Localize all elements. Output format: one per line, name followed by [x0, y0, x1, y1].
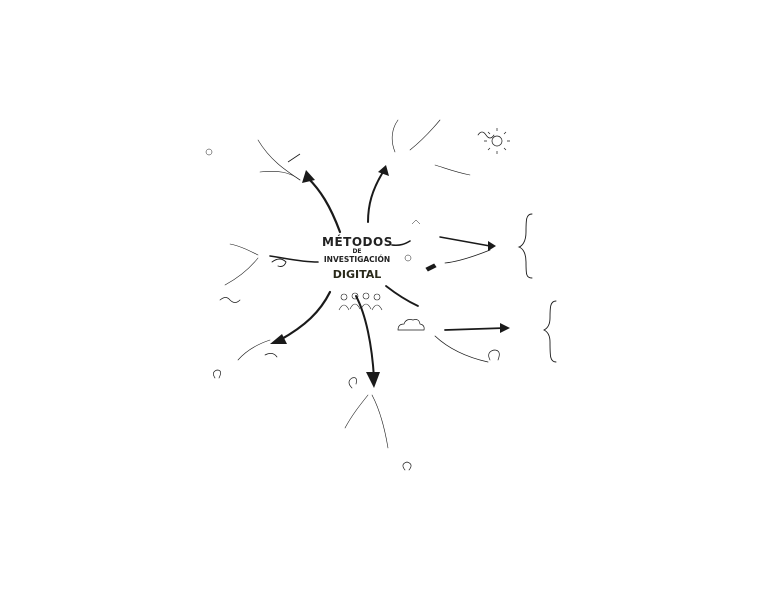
branch-arrow-top-left [306, 176, 342, 234]
branch-arrow-right-lower [385, 285, 419, 307]
cloud-icon [397, 319, 425, 331]
branch-arrow-top-right [367, 171, 384, 223]
branch-arrow-bottom-left [278, 290, 332, 342]
brace-right-upper [517, 213, 533, 279]
sun-icon [484, 128, 510, 154]
arrowhead-top-left [302, 170, 315, 183]
title-metodos: MÉTODOS [322, 235, 393, 249]
title-de: DE [352, 248, 362, 255]
central-title: MÉTODOS DE INVESTIGACIÓN DIGITAL [322, 236, 392, 280]
brace-right-lower [542, 300, 557, 363]
title-digital: DIGITAL [332, 267, 382, 281]
branch-arrow-bottom [355, 295, 375, 379]
branch-arrow-right [391, 240, 411, 247]
arrowhead-right-upper [488, 241, 496, 251]
pencil-icon [287, 153, 437, 272]
title-investigacion: INVESTIGACIÓN [323, 255, 391, 264]
people-group-icon [338, 292, 383, 311]
branch-arrow-left [269, 255, 319, 263]
arrowhead-top-right [378, 165, 389, 176]
arrowhead-bottom-left [270, 334, 287, 344]
arrowhead-right-lower [500, 323, 510, 333]
arrowhead-bottom [366, 372, 380, 388]
